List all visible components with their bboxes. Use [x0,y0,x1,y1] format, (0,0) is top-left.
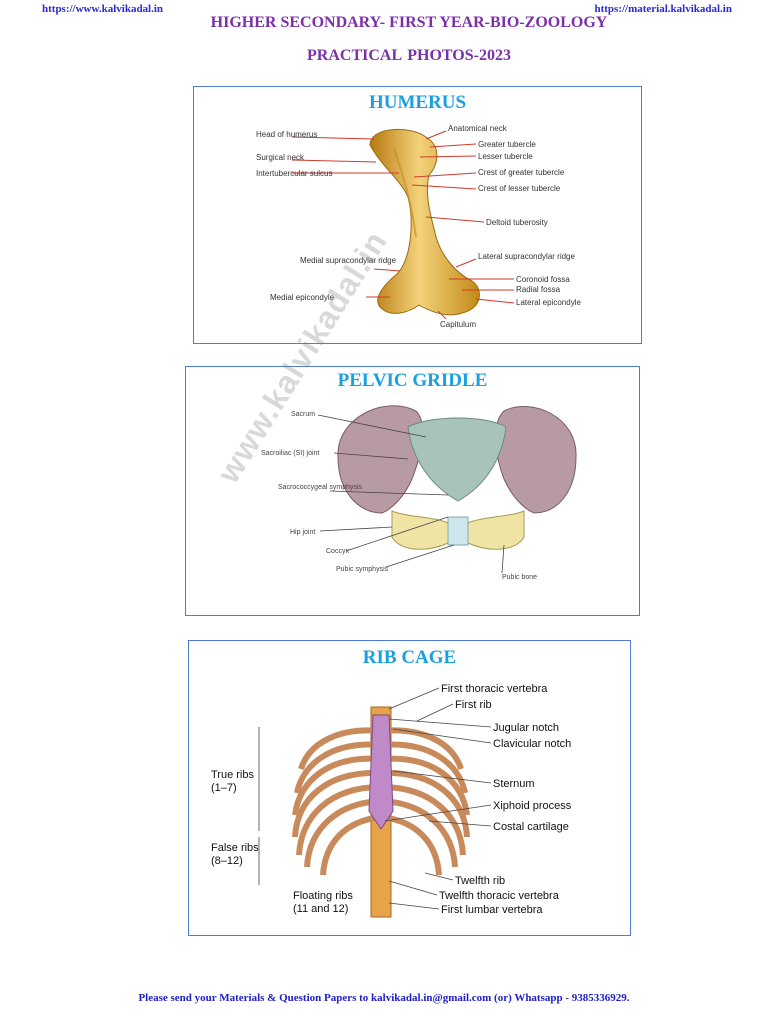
label-floating-ribs: Floating ribs [293,890,353,902]
label-head-humerus: Head of humerus [256,130,317,139]
label-twelfth-thoracic: Twelfth thoracic vertebra [439,890,560,902]
label-lesser-tubercle: Lesser tubercle [478,152,533,161]
label-costal: Costal cartilage [493,821,569,833]
label-floating-ribs-range: (11 and 12) [293,903,348,915]
label-intertubercular: Intertubercular sulcus [256,169,332,178]
label-pubic-bone: Pubic bone [502,574,537,581]
label-coronoid: Coronoid fossa [516,275,570,284]
label-radial: Radial fossa [516,285,561,294]
label-medial-epi: Medial epicondyle [270,293,335,302]
label-coccyx: Coccyx [326,548,349,555]
humerus-title: HUMERUS [368,92,467,113]
label-first-lumbar: First lumbar vertebra [441,904,543,916]
footer-note: Please send your Materials & Question Pa… [138,992,630,1004]
ribcage-panel: RIB CAGE [188,640,631,936]
label-si-joint: Sacroiliac (SI) joint [261,450,319,457]
pelvic-title: PELVIC GRIDLE [337,370,488,391]
label-pubic-symphysis: Pubic symphysis [336,566,389,573]
label-lateral-epi: Lateral epicondyle [516,298,581,307]
label-greater-tubercle: Greater tubercle [478,140,536,149]
label-xiphoid: Xiphoid process [493,800,572,812]
header-right-link[interactable]: https://material.kalvikadal.in [594,3,732,15]
label-crest-lesser: Crest of lesser tubercle [478,184,561,193]
humerus-illustration: Head of humerus Surgical neck Intertuber… [256,124,581,329]
page-subtitle: PRACTICAL PHOTOS-2023 [307,47,511,64]
page-title: HIGHER SECONDARY- FIRST YEAR-BIO-ZOOLOGY [210,14,608,31]
label-sacrococcygeal: Sacrococcygeal symphysis [278,484,363,491]
humerus-panel: HUMERUS [193,86,642,344]
label-sacrum: Sacrum [291,411,315,418]
pelvic-panel: PELVIC GRIDLE Sacrum Sacroiliac (SI) joi… [185,366,640,616]
label-crest-greater: Crest of greater tubercle [478,168,565,177]
label-capitulum: Capitulum [440,320,476,329]
label-anatomical-neck: Anatomical neck [448,124,508,133]
label-hip-joint: Hip joint [290,529,315,536]
label-surgical-neck: Surgical neck [256,153,305,162]
label-twelfth-rib: Twelfth rib [455,875,505,887]
label-false-ribs-range: (8–12) [211,855,243,867]
label-true-ribs: True ribs [211,769,254,781]
label-false-ribs: False ribs [211,842,259,854]
ribcage-illustration: First thoracic vertebra First rib Jugula… [211,683,572,918]
label-deltoid: Deltoid tuberosity [486,218,548,227]
label-first-rib: First rib [455,699,492,711]
label-lateral-supra: Lateral supracondylar ridge [478,252,575,261]
label-true-ribs-range: (1–7) [211,782,237,794]
label-jugular: Jugular notch [493,722,559,734]
label-sternum: Sternum [493,778,535,790]
label-first-thoracic: First thoracic vertebra [441,683,548,695]
header-left-link[interactable]: https://www.kalvikadal.in [42,3,164,15]
pelvic-illustration: Sacrum Sacroiliac (SI) joint Sacrococcyg… [261,405,577,581]
ribcage-title: RIB CAGE [362,647,457,668]
label-clavicular: Clavicular notch [493,738,571,750]
label-medial-supra: Medial supracondylar ridge [300,256,397,265]
